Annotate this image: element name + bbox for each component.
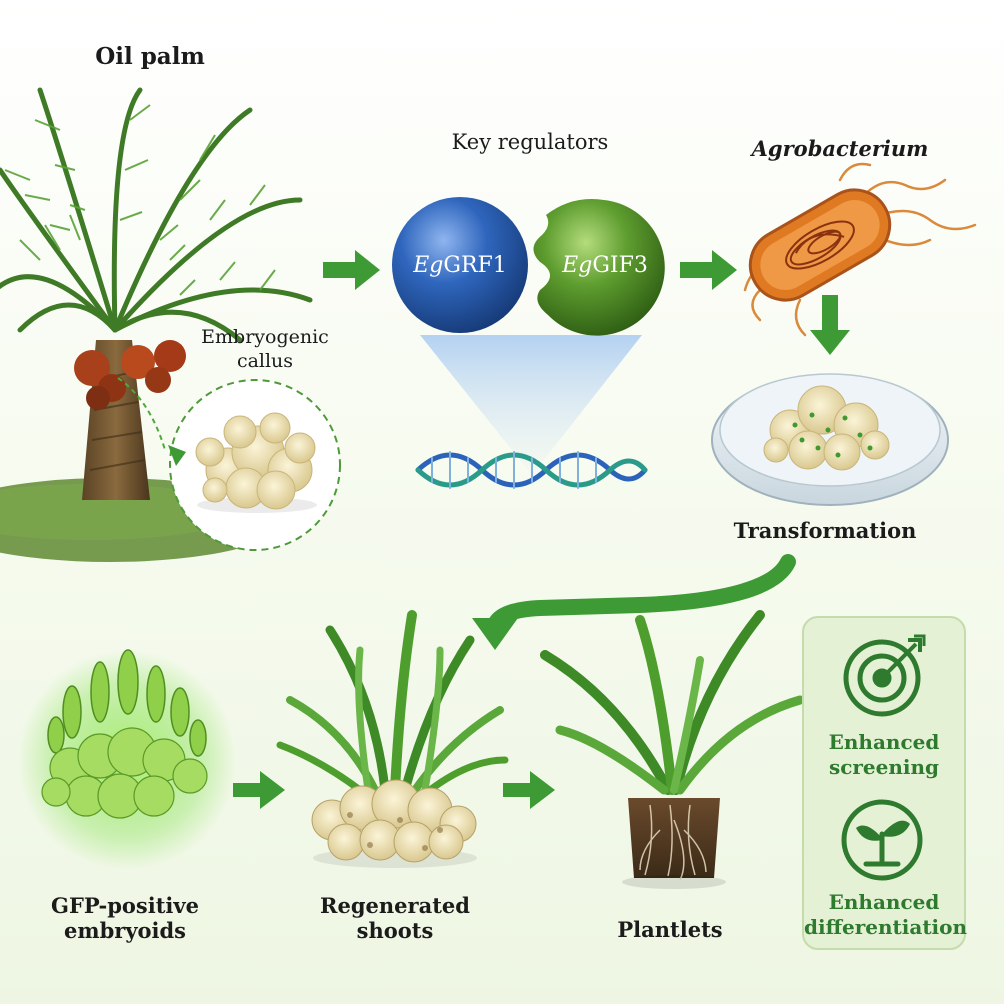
arrow-transformation-to-shoots (472, 554, 796, 650)
seedling-icon (841, 799, 923, 881)
plantlets-label: Plantlets (617, 917, 723, 942)
arrow-palm-to-regulators (323, 250, 380, 290)
key-regulators-label: Key regulators (451, 130, 609, 154)
egGRF1-label: EgGRF1 (400, 253, 520, 278)
egGIF3-prefix: Eg (562, 253, 593, 278)
egGIF3-name: GIF3 (592, 253, 648, 278)
embryogenic-callus-line1: Embryogenic (201, 326, 329, 348)
egGIF3-label: EgGIF3 (550, 253, 660, 278)
outcomes-panel-art (841, 634, 926, 881)
enhanced-screening-line2: screening (828, 755, 940, 779)
embryogenic-callus-line2: callus (236, 350, 294, 372)
regulator-beam (420, 335, 642, 475)
arrow-shoots-to-plantlets (503, 771, 555, 809)
gfp-embryoids-line1: GFP-positive (51, 893, 199, 918)
regenerated-shoots-label: Regenerated shoots (300, 893, 490, 943)
arrow-palm-to-callus (168, 445, 186, 466)
regenerated-shoots-illustration (276, 610, 509, 868)
enhanced-screening-label: Enhanced screening (804, 730, 964, 780)
gfp-embryoids-illustration (17, 649, 237, 870)
agrobacterium-illustration (743, 162, 977, 337)
dna-helix (415, 451, 648, 489)
regenerated-shoots-line2: shoots (356, 918, 434, 943)
fruit-bunch (74, 340, 186, 410)
egGIF3-protein (533, 199, 665, 336)
embryogenic-callus-illustration (169, 379, 341, 551)
gfp-embryoids-line2: embryoids (63, 918, 187, 943)
arrow-embryoids-to-shoots (233, 771, 285, 809)
enhanced-screening-line1: Enhanced (828, 730, 940, 754)
agrobacterium-label: Agrobacterium (751, 136, 929, 161)
arrow-agrobacterium-to-dish (810, 295, 850, 355)
plantlet-illustration (540, 610, 805, 889)
target-icon (843, 634, 926, 717)
regenerated-shoots-line1: Regenerated (320, 893, 470, 918)
outcomes-panel: Enhanced screening Enhanced differentiat… (802, 616, 968, 950)
gfp-embryoids-label: GFP-positive embryoids (30, 893, 220, 943)
egGRF1-protein (392, 197, 528, 333)
oil-palm-label: Oil palm (95, 43, 205, 70)
enhanced-differentiation-label: Enhanced differentiation (804, 890, 968, 940)
egGRF1-name: GRF1 (443, 253, 507, 278)
transformation-label: Transformation (733, 518, 917, 543)
embryogenic-callus-label: Embryogenic callus (190, 325, 340, 373)
enhanced-differentiation-line2: differentiation (804, 915, 968, 939)
petri-dish-illustration (711, 373, 949, 506)
arrow-regulators-to-agrobacterium (680, 250, 737, 290)
egGRF1-prefix: Eg (413, 253, 444, 278)
enhanced-differentiation-line1: Enhanced (828, 890, 940, 914)
